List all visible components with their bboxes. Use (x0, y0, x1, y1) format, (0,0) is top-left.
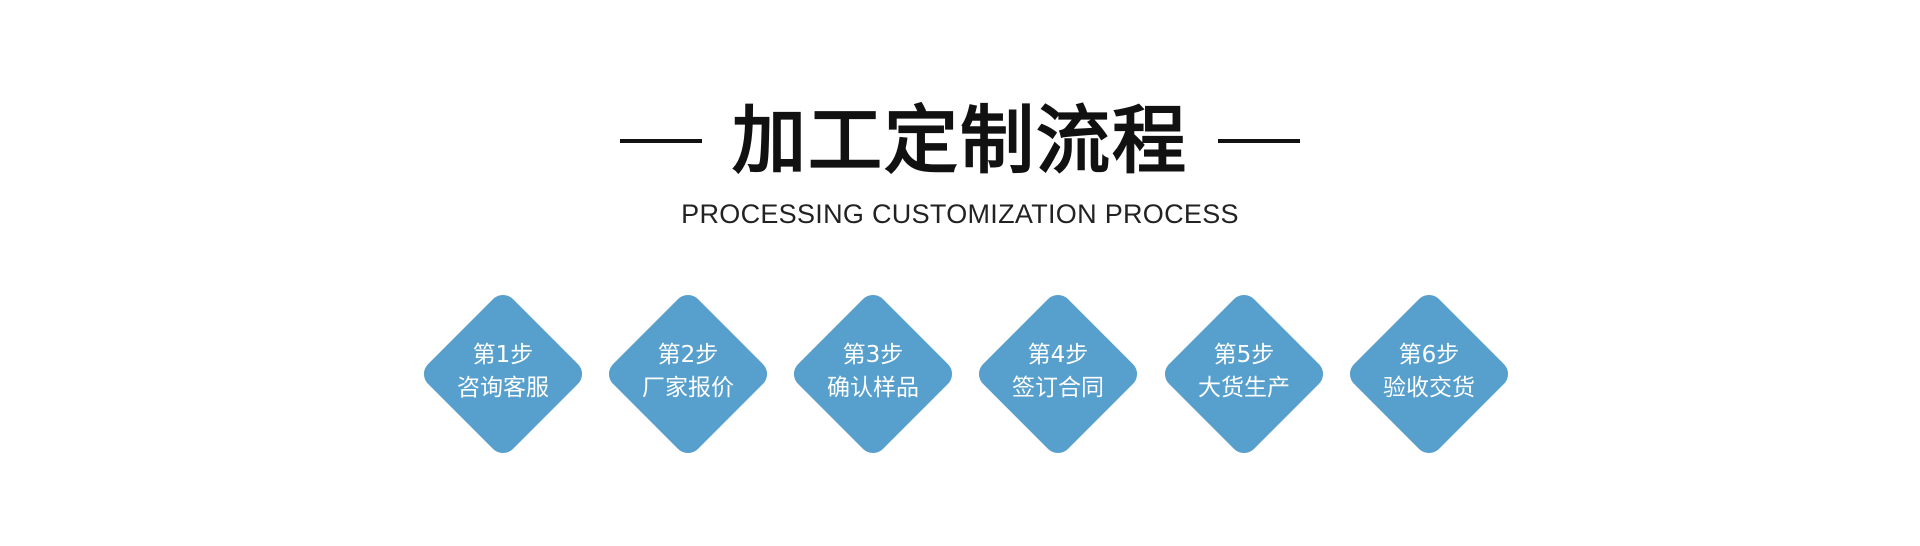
step-number: 第4步 (1027, 342, 1089, 368)
step-name: 厂家报价 (642, 375, 734, 401)
step-name: 大货生产 (1198, 375, 1290, 401)
step-number: 第3步 (842, 342, 904, 368)
step-label: 第6步 验收交货 (1344, 339, 1514, 405)
step-label: 第2步 厂家报价 (603, 339, 773, 405)
step-name: 签订合同 (1012, 375, 1104, 401)
step-4: 第4步 签订合同 (973, 289, 1143, 459)
title-left-rule (620, 139, 702, 143)
step-3: 第3步 确认样品 (788, 289, 958, 459)
step-number: 第6步 (1398, 342, 1460, 368)
page-subtitle: PROCESSING CUSTOMIZATION PROCESS (681, 199, 1239, 229)
step-label: 第3步 确认样品 (788, 339, 958, 405)
step-name: 验收交货 (1383, 375, 1475, 401)
step-label: 第1步 咨询客服 (418, 339, 588, 405)
step-2: 第2步 厂家报价 (603, 289, 773, 459)
step-label: 第4步 签订合同 (973, 339, 1143, 405)
step-name: 确认样品 (827, 375, 919, 401)
title-row: 加工定制流程 (0, 96, 1920, 186)
step-label: 第5步 大货生产 (1159, 339, 1329, 405)
step-6: 第6步 验收交货 (1344, 289, 1514, 459)
step-name: 咨询客服 (457, 375, 549, 401)
step-number: 第1步 (472, 342, 534, 368)
page-title: 加工定制流程 (732, 98, 1188, 184)
step-1: 第1步 咨询客服 (418, 289, 588, 459)
step-5: 第5步 大货生产 (1159, 289, 1329, 459)
title-right-rule (1218, 139, 1300, 143)
step-number: 第5步 (1213, 342, 1275, 368)
process-steps: 第1步 咨询客服 第2步 厂家报价 第3步 确认样品 第4步 签订合同 (0, 289, 1920, 459)
step-number: 第2步 (657, 342, 719, 368)
